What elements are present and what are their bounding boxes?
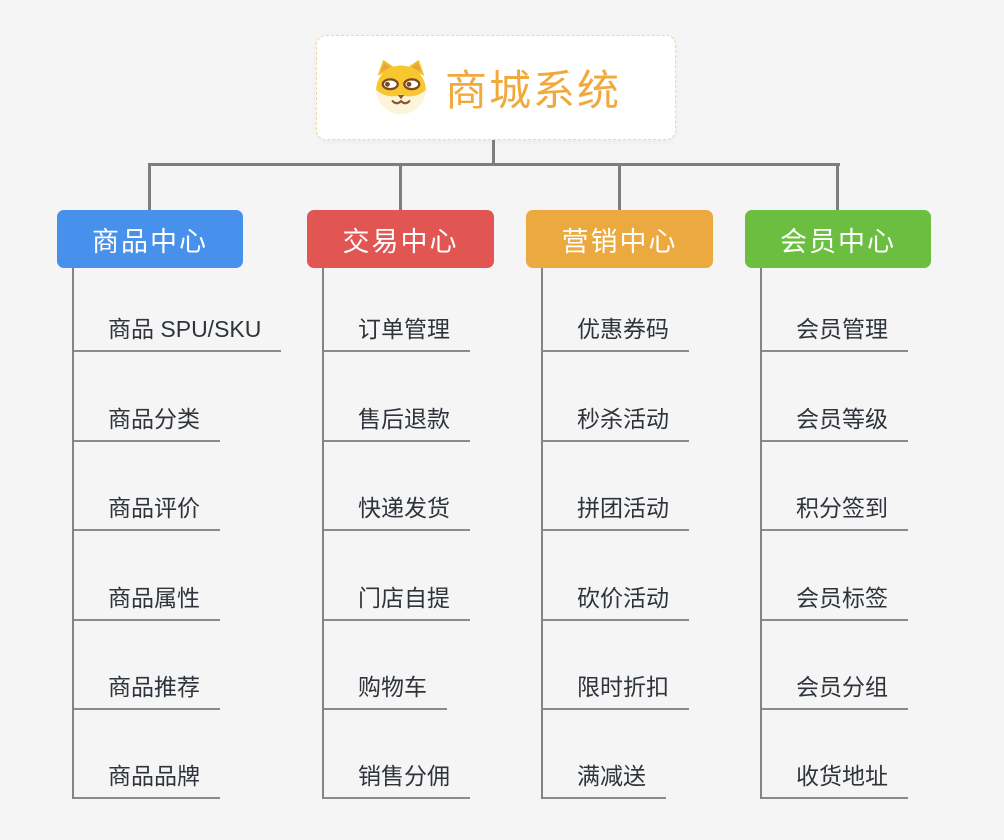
leaf-node[interactable]: 商品推荐 [74,666,220,710]
leaf-node[interactable]: 会员管理 [762,308,908,352]
leaf-node[interactable]: 快递发货 [324,487,470,531]
root-node-label: 商城系统 [444,67,621,114]
leaf-node[interactable]: 销售分佣 [324,755,470,799]
leaf-node[interactable]: 订单管理 [324,308,470,352]
leaf-node[interactable]: 拼团活动 [543,487,689,531]
doge-face-icon [371,59,431,117]
branch-column-member: 会员管理 会员等级 积分签到 会员标签 会员分组 收货地址 [760,268,1004,799]
leaf-node[interactable]: 商品分类 [74,398,220,442]
leaf-node[interactable]: 会员分组 [762,666,908,710]
leaf-node[interactable]: 购物车 [324,666,447,710]
leaf-node[interactable]: 商品属性 [74,577,220,621]
leaf-node[interactable]: 收货地址 [762,755,908,799]
connector-spine [148,163,840,166]
connector-drop-1 [148,163,151,210]
leaf-node[interactable]: 优惠券码 [543,308,689,352]
leaf-node[interactable]: 积分签到 [762,487,908,531]
leaf-node[interactable]: 商品 SPU/SKU [74,308,282,352]
branch-node-member-center[interactable]: 会员中心 [745,210,931,268]
connector-root-trunk [492,140,495,166]
branch-column-trade: 订单管理 售后退款 快递发货 门店自提 购物车 销售分佣 [322,268,584,799]
branch-column-marketing: 优惠券码 秒杀活动 拼团活动 砍价活动 限时折扣 满减送 [541,268,803,799]
branch-label: 商品中心 [92,226,208,257]
branch-node-trade-center[interactable]: 交易中心 [307,210,494,268]
leaf-node[interactable]: 秒杀活动 [543,398,689,442]
root-node[interactable]: 商城系统 [316,35,676,140]
branch-label: 会员中心 [780,226,896,257]
leaf-node[interactable]: 砍价活动 [543,577,689,621]
branch-node-marketing-center[interactable]: 营销中心 [526,210,713,268]
leaf-node[interactable]: 商品评价 [74,487,220,531]
leaf-node[interactable]: 售后退款 [324,398,470,442]
branch-node-product-center[interactable]: 商品中心 [57,210,243,268]
leaf-node[interactable]: 限时折扣 [543,666,689,710]
branch-label: 营销中心 [561,226,678,257]
leaf-node[interactable]: 商品品牌 [74,755,220,799]
connector-drop-2 [399,163,402,210]
connector-drop-3 [618,163,621,210]
leaf-node[interactable]: 满减送 [543,755,666,799]
connector-drop-4 [836,163,839,210]
leaf-node[interactable]: 门店自提 [324,577,470,621]
branch-column-product: 商品 SPU/SKU 商品分类 商品评价 商品属性 商品推荐 商品品牌 [72,268,334,799]
leaf-node[interactable]: 会员标签 [762,577,908,621]
leaf-node[interactable]: 会员等级 [762,398,908,442]
branch-label: 交易中心 [342,226,459,257]
